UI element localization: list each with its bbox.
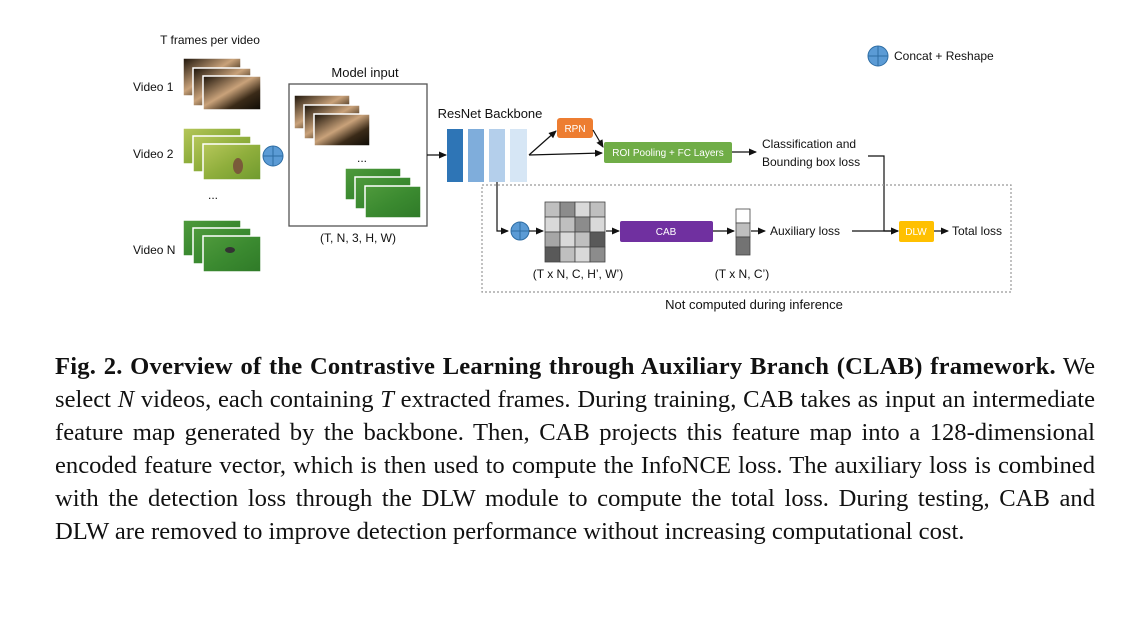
video-1-frames [182, 57, 262, 111]
dlw-box [899, 221, 934, 242]
auxiliary-branch-region [481, 184, 1012, 293]
video-n-label: Video N [133, 243, 175, 257]
rpn-label: RPN [564, 124, 585, 135]
model-input-dark-frames [293, 94, 371, 147]
arrow-cls-dlw [868, 155, 899, 235]
video-n-frames [182, 219, 262, 273]
cab-box [620, 221, 713, 242]
legend-label: Concat + Reshape [894, 49, 994, 63]
caption-heading: Fig. 2. Overview of the Contrastive Lear… [55, 353, 1056, 380]
encoded-vector [735, 208, 751, 256]
vector-shape-label: (T x N, C’) [715, 267, 769, 281]
arrow-backbone-roi [528, 149, 603, 157]
input-shape-label: (T, N, 3, H, W) [320, 231, 396, 245]
caption-text-1: We select [55, 353, 1095, 413]
backbone-blocks [447, 129, 527, 182]
model-input-ellipsis: ... [357, 151, 367, 165]
aux-loss-label: Auxiliary loss [770, 224, 840, 238]
cls-loss-line1: Classification and [762, 137, 856, 151]
aux-concat-icon-cross [511, 222, 529, 240]
legend-concat-icon-cross [868, 46, 888, 66]
model-input-green-frames [344, 167, 422, 219]
figure-caption: Fig. 2. Overview of the Contrastive Lear… [55, 350, 1095, 548]
videos-ellipsis: ... [208, 188, 218, 202]
caption-text-3: extracted frames. During training, CAB t… [55, 386, 1095, 545]
clab-framework-diagram: T frames per video Video 1 Video 2 ... V… [133, 33, 1012, 312]
video-2-frames [182, 127, 262, 181]
rpn-box [557, 118, 593, 138]
caption-text-2: videos, each containing [134, 386, 381, 413]
caption-var-t: T [380, 386, 394, 413]
feature-map-grid [544, 201, 606, 263]
video-2-label: Video 2 [133, 147, 174, 161]
frames-label: T frames per video [160, 33, 260, 47]
arrow-backbone-aux [496, 182, 509, 235]
roi-label: ROI Pooling + FC Layers [612, 148, 723, 159]
model-input-label: Model input [331, 65, 399, 80]
not-computed-label: Not computed during inference [665, 297, 843, 312]
arrow-rpn-roi [592, 129, 604, 148]
backbone-label: ResNet Backbone [438, 106, 543, 121]
cab-label: CAB [656, 227, 677, 238]
total-loss-label: Total loss [952, 224, 1002, 238]
roi-box [604, 142, 732, 163]
concat-icon-cross [263, 146, 283, 166]
arrow-backbone-rpn [528, 130, 557, 156]
video-1-label: Video 1 [133, 80, 174, 94]
caption-var-n: N [117, 386, 135, 413]
cls-loss-line2: Bounding box loss [762, 155, 860, 169]
feature-shape-label: (T x N, C, H’, W’) [533, 267, 623, 281]
dlw-label: DLW [905, 227, 927, 238]
